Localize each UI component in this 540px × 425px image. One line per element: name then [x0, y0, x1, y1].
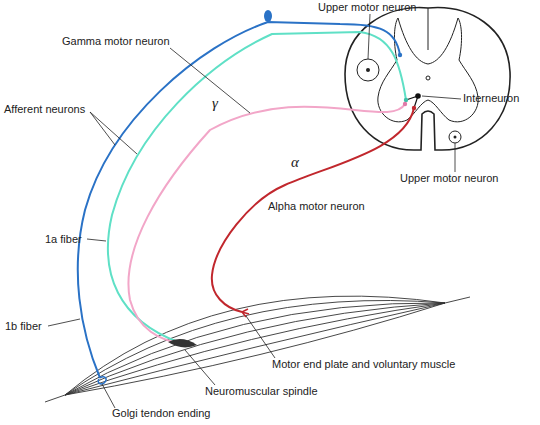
leader-line	[368, 14, 370, 59]
leader-line	[90, 112, 137, 154]
part-label: Motor end plate and voluntary muscle	[272, 358, 455, 371]
upper-motor-neuron-tract	[449, 131, 461, 143]
interneuron-cell	[406, 93, 421, 108]
neuromuscular-spindle	[168, 339, 197, 347]
motor-end-plate	[242, 309, 249, 317]
muscle-fiber	[65, 303, 445, 395]
leader-line	[422, 96, 461, 99]
part-label: Alpha motor neuron	[268, 200, 365, 213]
upper-motor-neuron-tract	[357, 59, 379, 81]
tendon	[445, 297, 470, 303]
part-label: Upper motor neuron	[400, 172, 498, 185]
part-label: Gamma motor neuron	[62, 35, 170, 48]
tract-dot	[366, 68, 370, 72]
dorsal-root-ganglion	[264, 10, 272, 22]
leader-lines	[48, 14, 461, 408]
dorsal-sulcus	[428, 8, 429, 50]
1a-afferent-fiber	[108, 32, 406, 342]
leader-line	[185, 350, 215, 385]
leader-line	[246, 316, 275, 358]
leader-line	[102, 384, 115, 408]
tract-dot	[454, 136, 457, 139]
leader-line	[170, 48, 250, 113]
central-canal	[426, 76, 430, 80]
1b-afferent-fiber	[78, 22, 400, 378]
gamma-motor-fiber	[128, 104, 405, 344]
part-label: 1b fiber	[5, 320, 42, 333]
gray-matter	[378, 18, 478, 122]
greek-symbol: α	[291, 155, 299, 170]
part-label: Neuromuscular spindle	[205, 385, 318, 398]
leader-line	[87, 239, 106, 241]
golgi-tendon-ending	[98, 377, 106, 384]
part-label: 1a fiber	[45, 233, 82, 246]
muscle-fiber	[65, 303, 445, 395]
muscle-fiber	[65, 300, 445, 395]
part-label: Upper motor neuron	[318, 1, 416, 14]
interneuron-process	[406, 96, 418, 108]
synapse	[404, 98, 408, 102]
synapse	[412, 106, 416, 110]
synapse	[398, 53, 402, 57]
part-label: Interneuron	[463, 92, 519, 105]
leader-line	[455, 143, 456, 172]
muscle-fiber	[65, 303, 445, 395]
voluntary-muscle	[45, 296, 470, 402]
leader-line	[90, 112, 115, 145]
alpha-motor-fiber	[212, 108, 414, 312]
muscle-fiber	[65, 303, 445, 395]
greek-symbol: γ	[212, 96, 218, 111]
muscle-fiber	[65, 296, 445, 395]
leader-line	[48, 319, 80, 326]
part-label: Afferent neurons	[4, 103, 85, 116]
part-label: Golgi tendon ending	[112, 407, 210, 420]
tendon	[45, 395, 65, 402]
muscle-fiber	[65, 303, 445, 395]
spinal-cord-outline	[345, 8, 510, 150]
synapse	[403, 102, 407, 106]
